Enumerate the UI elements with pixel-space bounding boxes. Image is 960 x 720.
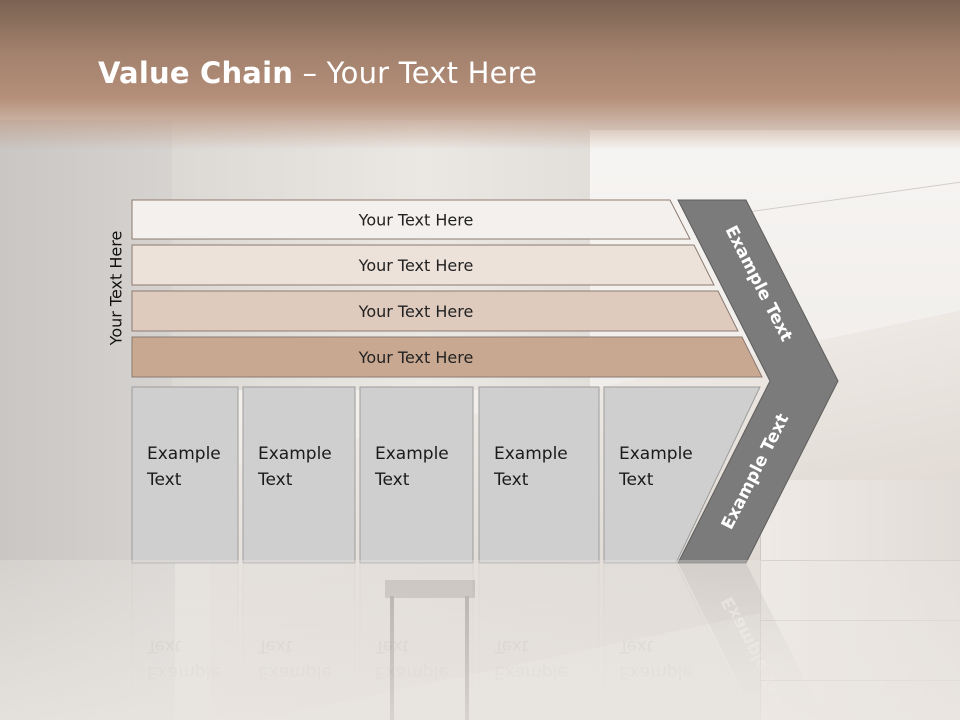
value-bar-4-label: Your Text Here — [358, 348, 474, 367]
value-bar-1-label: Your Text Here — [358, 211, 474, 230]
value-bar-1 — [131, 199, 691, 240]
value-bar-4 — [131, 336, 763, 378]
slide-title: Value Chain – Your Text Here — [98, 56, 537, 90]
activity-box-1-line1: Example — [147, 444, 221, 464]
activity-box-3-line1: Example — [375, 444, 449, 464]
activity-box-5-line1: Example — [619, 444, 693, 464]
header-band — [0, 0, 960, 150]
activity-box-2-line2: Text — [257, 470, 293, 490]
activity-box-4-line1: Example — [494, 444, 568, 464]
activity-box-1-line2: Text — [146, 470, 182, 490]
value-bar-3-label: Your Text Here — [358, 302, 474, 321]
title-bold: Value Chain — [98, 56, 294, 90]
value-bar-2-label: Your Text Here — [358, 256, 474, 275]
activity-box-5-line2: Text — [618, 470, 654, 490]
activity-box-2-line1: Example — [258, 444, 332, 464]
activity-box-3-line2: Text — [374, 470, 410, 490]
value-bar-2 — [131, 244, 715, 286]
floor-fade — [0, 560, 960, 720]
title-rest: – Your Text Here — [293, 56, 538, 90]
activity-box-4-line2: Text — [493, 470, 529, 490]
value-bar-3 — [131, 290, 739, 332]
